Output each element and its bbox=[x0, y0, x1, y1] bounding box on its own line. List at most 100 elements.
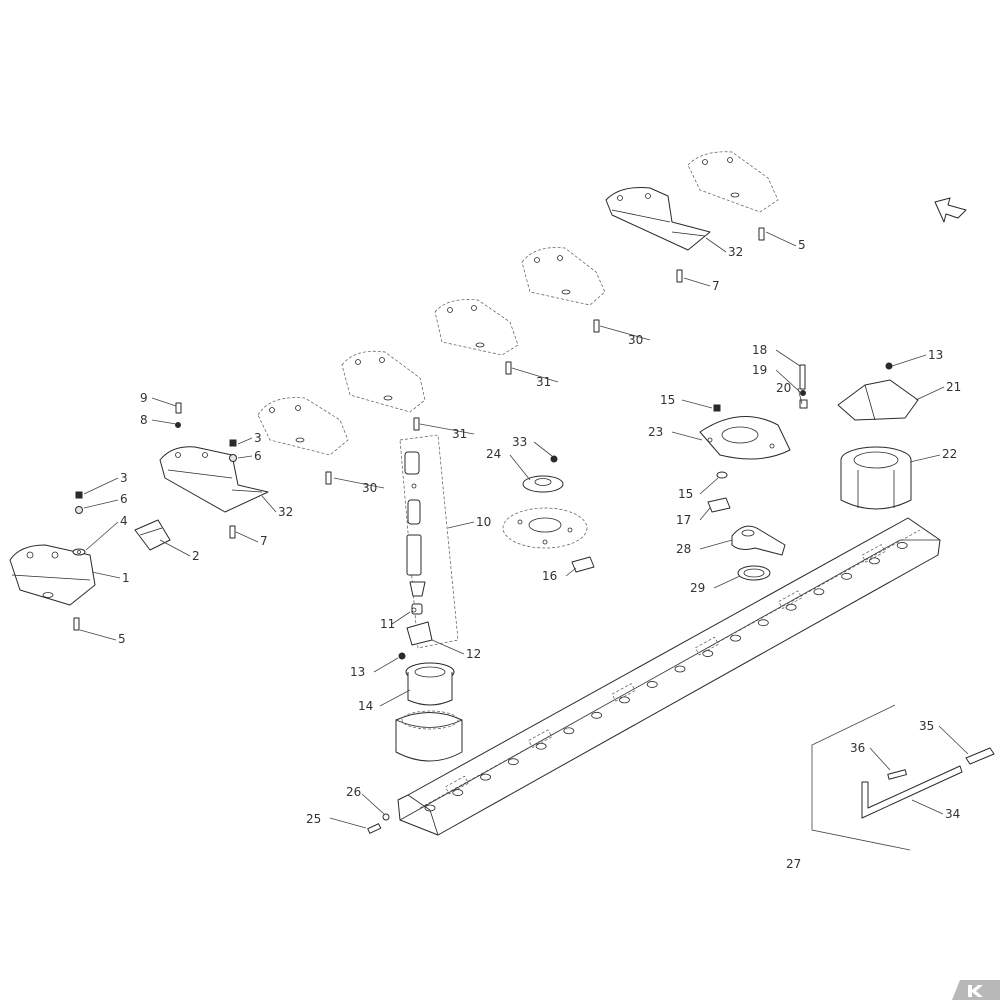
bolt-30-left[interactable] bbox=[325, 471, 332, 485]
callout-3-upper: 3 bbox=[254, 431, 262, 445]
right-large-plate-32[interactable] bbox=[605, 187, 711, 251]
bolt-25[interactable] bbox=[367, 823, 382, 834]
bar-hole bbox=[730, 634, 741, 642]
leader-line bbox=[379, 689, 411, 707]
callout-5-right: 5 bbox=[798, 238, 806, 252]
drive-shaft-assembly[interactable] bbox=[399, 434, 459, 649]
leader-line bbox=[261, 495, 277, 513]
leader-line bbox=[333, 477, 385, 489]
bar-hole bbox=[563, 727, 575, 735]
callout-26: 26 bbox=[346, 785, 361, 799]
leader-line bbox=[775, 369, 801, 393]
cutter-bar[interactable] bbox=[397, 517, 941, 836]
bar-hole bbox=[813, 588, 825, 596]
washer-19[interactable] bbox=[800, 390, 806, 396]
callout-30-right: 30 bbox=[628, 333, 643, 347]
cutting-disc-middle[interactable] bbox=[502, 507, 588, 549]
bar-hole bbox=[896, 542, 908, 549]
drum-cap-21[interactable] bbox=[837, 379, 919, 421]
leader-line bbox=[797, 387, 803, 405]
knife-16[interactable] bbox=[571, 556, 595, 573]
leader-line bbox=[533, 441, 553, 457]
disc-cover-e[interactable] bbox=[687, 151, 779, 213]
nut-13-left[interactable] bbox=[398, 652, 406, 660]
callout-21: 21 bbox=[946, 380, 961, 394]
callout-32-left: 32 bbox=[278, 505, 293, 519]
washer-26[interactable] bbox=[382, 813, 390, 821]
callout-24: 24 bbox=[486, 447, 501, 461]
disc-hub-24[interactable] bbox=[522, 475, 564, 493]
callout-5-left: 5 bbox=[118, 632, 126, 646]
bolt-5-right[interactable] bbox=[758, 227, 765, 241]
bolt-7-left[interactable] bbox=[229, 525, 236, 539]
leader-line bbox=[713, 575, 741, 589]
bar-hole bbox=[785, 603, 797, 611]
callout-6-left: 6 bbox=[120, 492, 128, 506]
leader-line bbox=[765, 231, 797, 247]
part-36[interactable] bbox=[887, 769, 907, 780]
callout-25: 25 bbox=[306, 812, 321, 826]
leader-line bbox=[83, 477, 119, 495]
callout-13-left: 13 bbox=[350, 665, 365, 679]
leader-line bbox=[235, 531, 259, 543]
left-cover-plate[interactable] bbox=[9, 544, 96, 606]
washer-15-lower[interactable] bbox=[716, 471, 728, 479]
leader-line bbox=[911, 799, 944, 815]
bar-hole bbox=[480, 773, 491, 781]
nut-20[interactable] bbox=[799, 399, 808, 409]
knife-holder-28[interactable] bbox=[731, 525, 786, 556]
bar-hole bbox=[507, 758, 519, 766]
callout-15-upper: 15 bbox=[660, 393, 675, 407]
callout-4: 4 bbox=[120, 514, 128, 528]
left-large-plate-32[interactable] bbox=[159, 446, 269, 513]
bearing-housing-14[interactable] bbox=[405, 662, 455, 706]
bar-slot bbox=[528, 729, 553, 749]
bolt-5-left[interactable] bbox=[73, 617, 80, 631]
bolt-9[interactable] bbox=[175, 402, 182, 414]
leader-line bbox=[431, 639, 465, 655]
bolt-7-right[interactable] bbox=[676, 269, 683, 283]
bolt-31-a[interactable] bbox=[413, 417, 420, 431]
nut-13-right[interactable] bbox=[885, 362, 893, 370]
bar-hole bbox=[674, 665, 686, 673]
small-guard[interactable] bbox=[134, 519, 171, 551]
washer-6-left[interactable] bbox=[75, 506, 83, 514]
bolt-31-b[interactable] bbox=[505, 361, 512, 375]
leader-line bbox=[91, 571, 121, 579]
callout-7-left: 7 bbox=[260, 534, 268, 548]
drum-22[interactable] bbox=[840, 446, 912, 510]
part-35[interactable] bbox=[965, 747, 995, 765]
nut-3-left[interactable] bbox=[75, 491, 83, 499]
disc-cover-d[interactable] bbox=[521, 247, 606, 306]
bolt-30-right[interactable] bbox=[593, 319, 600, 333]
gasket-29[interactable] bbox=[737, 565, 771, 581]
callout-20: 20 bbox=[776, 381, 791, 395]
bar-hole bbox=[619, 696, 630, 704]
washer-6-upper[interactable] bbox=[229, 454, 237, 462]
knife-17[interactable] bbox=[707, 497, 731, 513]
tool-kit-27[interactable] bbox=[811, 704, 911, 851]
nut-15-upper[interactable] bbox=[713, 404, 721, 412]
tool-34[interactable] bbox=[861, 765, 963, 819]
washer-4[interactable] bbox=[72, 548, 86, 556]
callout-36: 36 bbox=[850, 741, 865, 755]
nut-3-upper[interactable] bbox=[229, 439, 237, 447]
callout-31-b: 31 bbox=[536, 375, 551, 389]
washer-8[interactable] bbox=[175, 422, 181, 428]
drum-housing-left[interactable] bbox=[395, 710, 463, 762]
bolt-18[interactable] bbox=[799, 364, 806, 390]
leader-line bbox=[391, 611, 411, 625]
disc-cover-c[interactable] bbox=[434, 299, 519, 356]
callout-8: 8 bbox=[140, 413, 148, 427]
nut-33[interactable] bbox=[550, 455, 558, 463]
callout-34: 34 bbox=[945, 807, 960, 821]
bar-hole bbox=[841, 572, 853, 580]
bar-hole bbox=[535, 742, 547, 750]
bar-hole bbox=[702, 650, 714, 657]
cutting-disc-23[interactable] bbox=[699, 416, 791, 460]
disc-cover-b[interactable] bbox=[341, 350, 426, 413]
bar-slot bbox=[444, 775, 469, 795]
disc-cover-a[interactable] bbox=[257, 397, 349, 456]
bar-hole bbox=[591, 711, 603, 719]
